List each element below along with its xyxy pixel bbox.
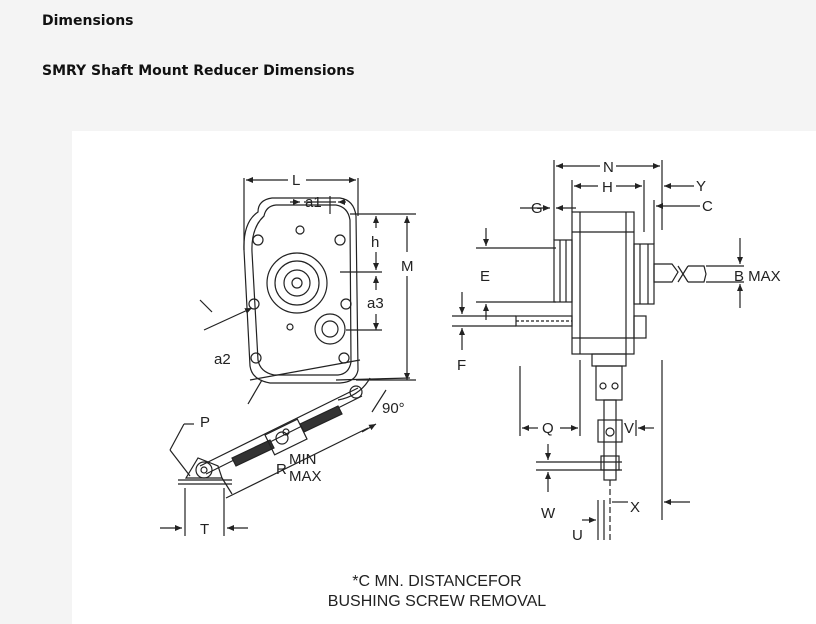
dim-label-N: N	[603, 159, 614, 176]
dim-label-L: L	[292, 172, 300, 189]
dim-label-F: F	[457, 357, 466, 374]
note-line-1: *C MN. DISTANCEFOR	[352, 573, 521, 590]
dim-label-90: 90°	[382, 400, 405, 417]
dim-label-G: G	[531, 200, 543, 217]
dim-label-E: E	[480, 268, 490, 285]
torque-arm	[178, 385, 363, 485]
dim-label-a2: a2	[214, 351, 231, 368]
dim-label-P: P	[200, 414, 210, 431]
dim-label-T: T	[200, 521, 209, 538]
dimension-labels: L a1 h M a3 a2 90° P R MIN MAX T N H Y C…	[200, 159, 781, 544]
dimension-drawing: L a1 h M a3 a2 90° P R MIN MAX T N H Y C…	[72, 131, 816, 624]
dim-label-bmax: B MAX	[734, 268, 781, 285]
dim-label-H: H	[602, 179, 613, 196]
dim-label-R: R	[276, 461, 287, 478]
reducer-drawing-svg: L a1 h M a3 a2 90° P R MIN MAX T N H Y C…	[160, 159, 781, 610]
side-housing	[515, 211, 707, 540]
front-housing	[243, 197, 361, 384]
dim-label-a1: a1	[305, 194, 322, 211]
dim-label-MAX: MAX	[289, 468, 322, 485]
dim-label-W: W	[541, 505, 556, 522]
dim-label-V: V	[624, 420, 634, 437]
dim-label-Q: Q	[542, 420, 554, 437]
dim-label-a3: a3	[367, 295, 384, 312]
dim-label-X: X	[630, 499, 640, 516]
dim-label-U: U	[572, 527, 583, 544]
dim-label-C: C	[702, 198, 713, 215]
dim-label-Y: Y	[696, 178, 706, 195]
page-title: Dimensions	[42, 13, 134, 29]
dim-label-MIN: MIN	[289, 451, 317, 468]
dim-label-M: M	[401, 258, 414, 275]
dim-label-h: h	[371, 234, 379, 251]
section-title: SMRY Shaft Mount Reducer Dimensions	[42, 63, 355, 79]
note-line-2: BUSHING SCREW REMOVAL	[328, 593, 547, 610]
